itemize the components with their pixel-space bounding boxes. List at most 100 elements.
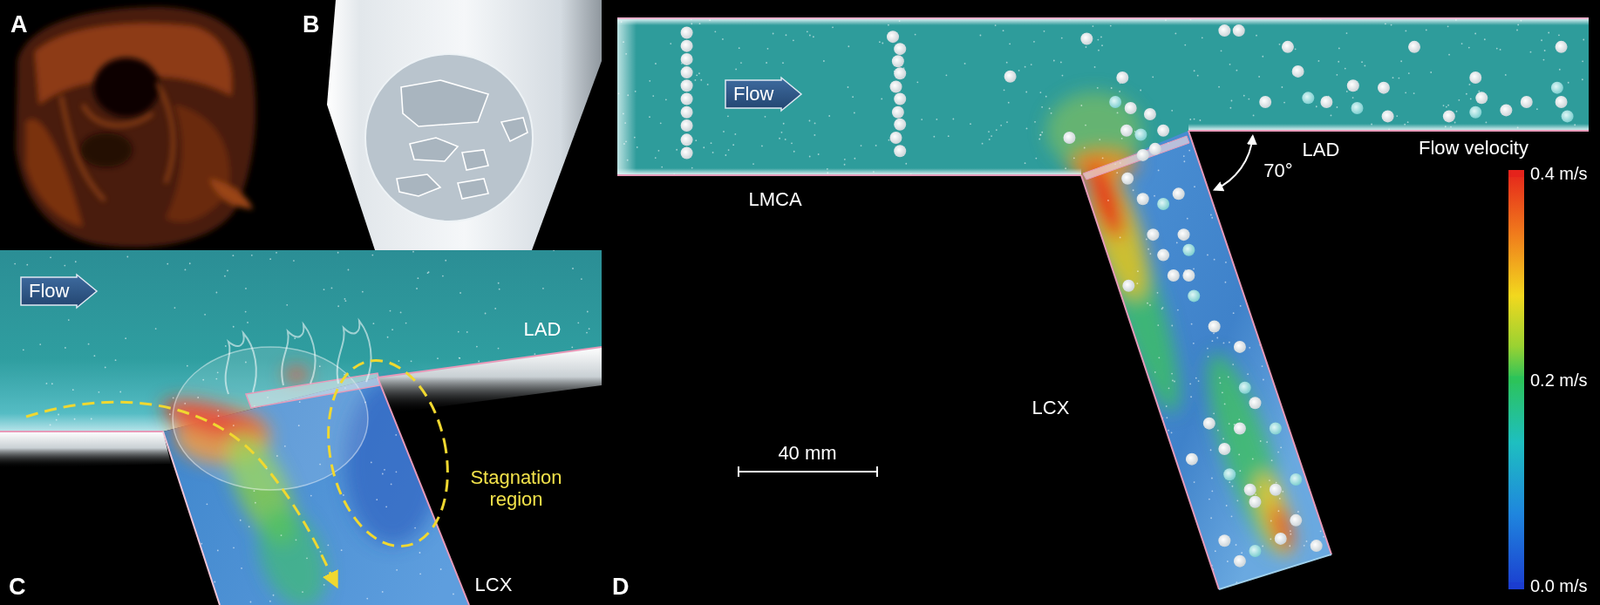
tracer-speck bbox=[226, 270, 229, 273]
tracer-speck bbox=[1040, 134, 1042, 137]
tracer-speck bbox=[1043, 30, 1046, 33]
tracer-speck bbox=[585, 332, 588, 334]
tracer-speck bbox=[851, 95, 854, 98]
tracer-speck bbox=[383, 469, 386, 471]
tracer-speck bbox=[1003, 88, 1006, 91]
tracer-speck bbox=[1208, 498, 1211, 501]
tracer-speck bbox=[331, 287, 334, 290]
tracer-speck bbox=[881, 42, 884, 45]
particle bbox=[1310, 539, 1323, 552]
tracer-speck bbox=[1229, 63, 1232, 66]
tracer-speck bbox=[1248, 347, 1251, 349]
tracer-speck bbox=[1193, 185, 1196, 188]
tracer-speck bbox=[1346, 32, 1349, 35]
tracer-speck bbox=[1457, 99, 1460, 102]
leaflet bbox=[225, 333, 257, 395]
tracer-speck bbox=[1210, 214, 1212, 217]
tracer-speck bbox=[269, 600, 272, 603]
tracer-speck bbox=[1270, 520, 1273, 523]
particle bbox=[1292, 65, 1305, 78]
tracer-speck bbox=[1024, 66, 1027, 69]
tracer-speck bbox=[817, 153, 820, 156]
tracer-speck bbox=[104, 367, 107, 369]
particle bbox=[1218, 442, 1231, 456]
legend-swatch bbox=[1508, 376, 1525, 384]
tracer-speck bbox=[675, 149, 678, 151]
tracer-speck bbox=[1073, 156, 1076, 159]
tracer-speck bbox=[248, 525, 251, 528]
tracer-speck bbox=[1266, 441, 1268, 443]
tracer-speck bbox=[1162, 306, 1165, 309]
tracer-speck bbox=[1048, 107, 1051, 109]
tracer-speck bbox=[712, 151, 715, 154]
tracer-speck bbox=[792, 39, 795, 41]
tracer-speck bbox=[1361, 61, 1363, 63]
tracer-speck bbox=[387, 336, 389, 339]
tracer-speck bbox=[293, 337, 296, 340]
tracer-speck bbox=[310, 495, 313, 498]
valve-disk bbox=[365, 54, 533, 222]
tracer-speck bbox=[497, 347, 500, 350]
tracer-speck bbox=[1002, 29, 1005, 32]
vessel-walls bbox=[617, 18, 1589, 590]
tracer-speck bbox=[1214, 550, 1217, 552]
particle bbox=[680, 93, 694, 106]
tracer-speck bbox=[1520, 20, 1523, 22]
tracer-speck bbox=[988, 138, 991, 141]
tracer-speck bbox=[626, 159, 629, 162]
tracer-speck bbox=[981, 142, 984, 145]
vessel-tube bbox=[326, 0, 602, 251]
tracer-speck bbox=[691, 167, 694, 170]
leaflet bbox=[281, 324, 315, 386]
tracer-speck bbox=[347, 269, 350, 272]
tracer-speck bbox=[880, 98, 883, 101]
tracer-speck bbox=[344, 299, 347, 302]
tracer-speck bbox=[250, 601, 252, 604]
tracer-speck bbox=[224, 275, 226, 278]
tracer-speck bbox=[700, 79, 702, 82]
tracer-speck bbox=[323, 288, 326, 291]
tracer-speck bbox=[1212, 332, 1215, 334]
tracer-speck bbox=[1398, 77, 1401, 80]
tracer-speck bbox=[721, 38, 724, 41]
tracer-speck bbox=[1320, 530, 1322, 532]
tracer-speck bbox=[155, 327, 157, 330]
vessel-lumen bbox=[617, 18, 1589, 590]
tracer-speck bbox=[772, 33, 775, 35]
tracer-speck bbox=[1220, 49, 1223, 52]
tracer-speck bbox=[1330, 114, 1333, 116]
tracer-speck bbox=[457, 331, 460, 334]
tracer-speck bbox=[394, 434, 397, 436]
tracer-speck bbox=[1034, 121, 1036, 123]
tracer-speck bbox=[1281, 490, 1284, 493]
particle bbox=[680, 40, 694, 53]
tracer-speck bbox=[1084, 124, 1087, 127]
particle bbox=[680, 119, 694, 132]
tracer-speck bbox=[371, 254, 374, 257]
tracer-speck bbox=[253, 490, 256, 492]
tracer-speck bbox=[72, 388, 75, 391]
tracer-speck bbox=[22, 348, 25, 351]
tracer-speck bbox=[828, 115, 831, 117]
tracer-speck bbox=[1195, 377, 1198, 380]
tracer-speck bbox=[990, 135, 993, 137]
tracer-speck bbox=[1496, 47, 1498, 50]
angle-label: 70° bbox=[1263, 159, 1293, 182]
particle bbox=[1203, 417, 1216, 430]
tracer-speck bbox=[1101, 44, 1103, 47]
tracer-speck bbox=[872, 170, 875, 173]
tracer-speck bbox=[1444, 125, 1447, 128]
tracer-speck bbox=[49, 424, 52, 427]
tracer-speck bbox=[1246, 373, 1249, 375]
tracer-speck bbox=[1543, 59, 1546, 62]
tracer-speck bbox=[1132, 189, 1135, 191]
particle bbox=[1259, 95, 1272, 109]
tracer-speck bbox=[860, 144, 863, 147]
tracer-speck bbox=[458, 357, 461, 360]
particle bbox=[893, 93, 906, 106]
tracer-speck bbox=[1252, 457, 1254, 460]
particle bbox=[1561, 109, 1574, 123]
tracer-speck bbox=[1238, 454, 1240, 457]
legend-label: 0.4 m/s bbox=[1530, 163, 1588, 184]
particle bbox=[893, 67, 906, 80]
